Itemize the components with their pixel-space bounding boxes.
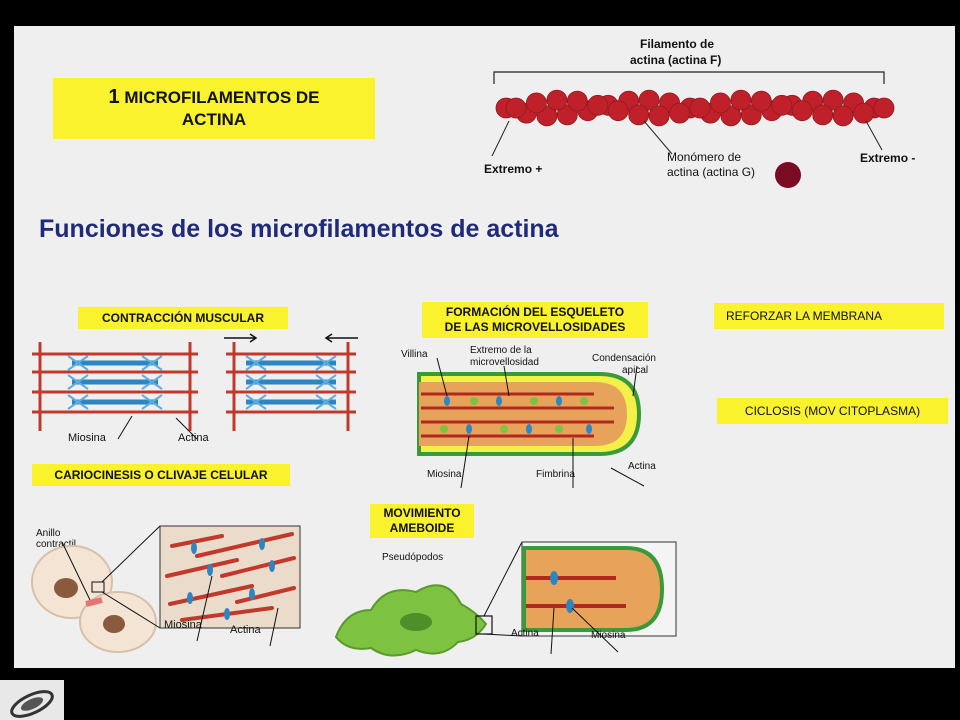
- muscle-myosin-label: Miosina: [68, 432, 106, 444]
- cytokinesis-actin-label: Actina: [230, 624, 261, 636]
- membrane-reinforce-box: REFORZAR LA MEMBRANA: [714, 303, 944, 329]
- sarcomere-contracted: [224, 333, 358, 431]
- actin-bead: [648, 105, 670, 127]
- contractile-ring-label-2: contractil: [36, 539, 77, 550]
- actin-bead: [505, 97, 527, 119]
- actin-filament-diagram: [491, 71, 895, 188]
- contractile-ring: [85, 597, 103, 607]
- nucleus-left: [54, 578, 78, 598]
- actin-bead: [750, 90, 772, 112]
- title-text-2: ACTINA: [181, 110, 247, 129]
- monomer-pointer: [643, 120, 673, 155]
- amoeboid-title-2: AMEBOIDE: [389, 521, 455, 535]
- sarcomere-relaxed: [32, 342, 198, 431]
- title-text-1: MICROFILAMENTOS DE: [124, 88, 320, 107]
- filament-label-2: actina (actina F): [630, 53, 722, 67]
- microvilli-title-2: DE LAS MICROVELLOSIDADES: [444, 320, 626, 334]
- villin-label: Villina: [401, 349, 428, 360]
- title-line-1: 1 MICROFILAMENTOS DE: [108, 86, 319, 109]
- title-box: 1 MICROFILAMENTOS DE ACTINA: [53, 78, 375, 139]
- actin-beads: [495, 89, 895, 127]
- nucleus-right: [103, 615, 125, 633]
- actin-bead: [638, 89, 660, 111]
- microvilli-diagram: [417, 357, 645, 489]
- condensation-label-1: Condensación: [592, 353, 656, 364]
- amoeboid-actin-label: Actina: [511, 628, 539, 639]
- amoeboid-myosin-label: Miosina: [591, 630, 626, 641]
- muscle-actin-label: Actina: [178, 432, 209, 444]
- minus-end-pointer: [865, 120, 883, 151]
- monomer-label-2: actina (actina G): [667, 165, 756, 179]
- actin-bead: [822, 89, 844, 111]
- monomer-label-1: Monómero de: [667, 150, 742, 164]
- amoeboid-title-1: MOVIMIENTO: [383, 506, 461, 520]
- filament-bracket: [493, 71, 885, 84]
- microvilli-title: FORMACIÓN DEL ESQUELETO DE LAS MICROVELL…: [422, 302, 648, 338]
- pseudopods-label: Pseudópodos: [382, 552, 444, 563]
- actin-bead: [730, 89, 752, 111]
- plus-end-label: Extremo +: [484, 162, 543, 176]
- actin-bead: [566, 90, 588, 112]
- actin-bead: [628, 104, 650, 126]
- microvilli-tip-label-1: Extremo de la: [470, 345, 532, 356]
- contraction-arrow-left: [224, 333, 258, 343]
- microvilli-myosin-label: Miosina: [427, 469, 462, 480]
- title-number: 1: [108, 86, 120, 108]
- cytokinesis-title: CARIOCINESIS O CLIVAJE CELULAR: [32, 464, 290, 486]
- fimbrin-label: Fimbrina: [536, 469, 575, 480]
- actin-bead: [689, 97, 711, 119]
- actin-bead: [873, 97, 895, 119]
- actin-bead: [526, 92, 547, 114]
- corner-logo: [0, 680, 64, 720]
- actin-bead: [791, 100, 813, 122]
- actin-bead: [832, 105, 854, 127]
- actin-g-monomer: [775, 162, 801, 188]
- actin-bead: [546, 89, 568, 111]
- contraction-arrow-right: [324, 333, 358, 343]
- pseudopod-core: [522, 546, 665, 632]
- functions-heading: Funciones de los microfilamentos de acti…: [39, 215, 559, 243]
- amoeboid-title: MOVIMIENTO AMEBOIDE: [370, 504, 474, 538]
- minus-end-label: Extremo -: [860, 151, 916, 165]
- microvilli-title-1: FORMACIÓN DEL ESQUELETO: [445, 305, 625, 319]
- slide: 1 MICROFILAMENTOS DE ACTINA Filamento de…: [14, 26, 955, 668]
- actin-bead: [587, 94, 609, 116]
- microvilli-tip-label-2: microvellosidad: [470, 357, 539, 368]
- amoeboid-diagram: [334, 541, 677, 657]
- actin-bead: [771, 94, 793, 116]
- actin-bead: [812, 104, 834, 126]
- muscle-contraction-title: CONTRACCIÓN MUSCULAR: [78, 307, 288, 329]
- actin-bead: [607, 100, 629, 122]
- muscle-diagram: [32, 333, 358, 440]
- actin-bead: [853, 102, 874, 124]
- actin-bead: [710, 92, 731, 114]
- cytokinesis-myosin-label: Miosina: [164, 619, 202, 631]
- contractile-ring-label-1: Anillo: [36, 528, 61, 539]
- zoom-source-box: [91, 581, 105, 593]
- amoeba-nucleus: [400, 613, 432, 631]
- filament-label-1: Filamento de: [640, 37, 715, 51]
- cyclosis-box: CICLOSIS (MOV CITOPLASMA): [717, 398, 948, 424]
- microvilli-actin-label: Actina: [628, 461, 656, 472]
- plus-end-pointer: [491, 120, 510, 157]
- actin-bead: [669, 102, 690, 124]
- condensation-label-2: apical: [622, 365, 649, 376]
- cytokinesis-diagram: [31, 525, 301, 653]
